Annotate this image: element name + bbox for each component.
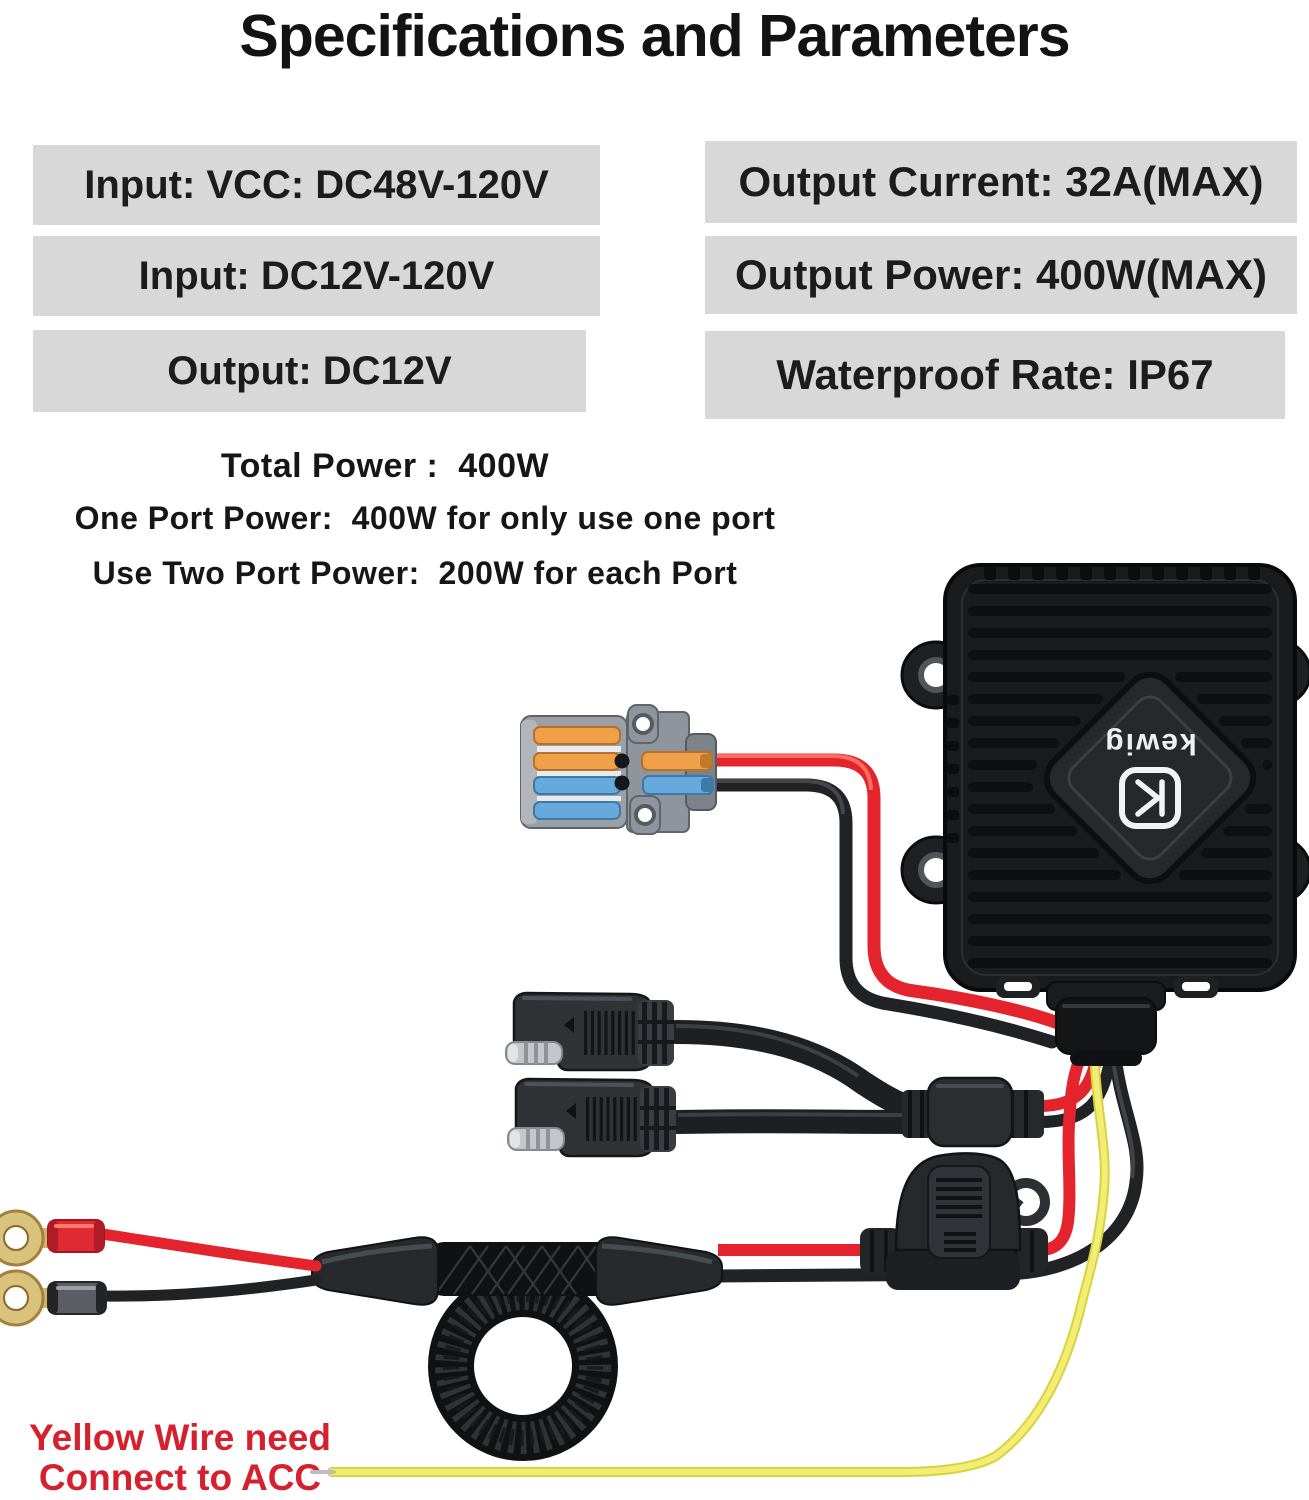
lever-orange-1 [533, 726, 621, 745]
heatsink-fins [968, 584, 1272, 968]
bottom-tabs [996, 976, 1218, 998]
brand-logo-icon [1119, 767, 1181, 829]
sae-metal-terminal [505, 1041, 563, 1065]
spec-box-input-dc: Input: DC12V-120V [33, 236, 600, 316]
brand-diamond: kewig [1043, 671, 1257, 885]
fuse-lid-ribs [936, 1178, 982, 1252]
heat-shrink-left [311, 1236, 439, 1306]
ring-terminal-positive [0, 1209, 105, 1267]
heat-shrink-right [595, 1236, 723, 1306]
spec-box-waterproof: Waterproof Rate: IP67 [705, 331, 1285, 419]
converter-box: kewig [900, 563, 1309, 998]
y-splitter [902, 1076, 1044, 1148]
red-wire-fuse-out [1034, 1040, 1092, 1256]
spec-box-output-current: Output Current: 32A(MAX) [705, 141, 1297, 223]
brand-logo: kewig [1103, 727, 1197, 829]
sae-connector-2 [506, 1077, 678, 1158]
lever-blue-2 [533, 801, 621, 820]
brand-logo-text: kewig [1103, 727, 1196, 760]
note-total-power: Total Power : 400W [220, 447, 550, 485]
braided-cable [311, 1236, 723, 1461]
cable-gland [1046, 981, 1166, 1066]
lever-wire-connector [520, 704, 717, 835]
page-title: Specifications and Parameters [239, 3, 1070, 69]
acc-wire-annotation: Yellow Wire need Connect to ACC [20, 1418, 340, 1498]
ring-terminal-negative [0, 1269, 107, 1327]
note-two-port-power: Use Two Port Power: 200W for each Port [92, 555, 738, 591]
inline-fuse-holder [860, 1152, 1050, 1290]
connector-screw-hole-top [632, 713, 654, 735]
ring-terminals [0, 1209, 322, 1327]
black-wire-battery [98, 1274, 322, 1302]
sae-connector-1 [505, 991, 674, 1072]
note-one-port-power: One Port Power: 400W for only use one po… [74, 500, 776, 536]
yellow-acc-wire [310, 1043, 1110, 1477]
spec-box-output: Output: DC12V [33, 330, 586, 412]
red-wire-battery [96, 1228, 322, 1272]
acc-annotation-line2: Connect to ACC [38, 1457, 322, 1498]
product-photo: kewig [0, 563, 1309, 1477]
sae-cable-1 [664, 1020, 920, 1119]
connector-screw-hole-bottom [634, 804, 656, 826]
acc-annotation-line1: Yellow Wire need [29, 1417, 331, 1458]
lever-orange-2 [533, 752, 621, 771]
black-wire-ground [709, 1041, 1144, 1283]
top-serration [947, 566, 1260, 843]
chevron-icon [564, 1017, 574, 1033]
lever-blue-1 [533, 776, 621, 795]
spec-box-input-vcc: Input: VCC: DC48V-120V [33, 145, 600, 225]
sae-cable-2 [666, 1109, 924, 1134]
cable-coil [428, 1271, 618, 1461]
spec-box-output-power: Output Power: 400W(MAX) [705, 236, 1297, 314]
